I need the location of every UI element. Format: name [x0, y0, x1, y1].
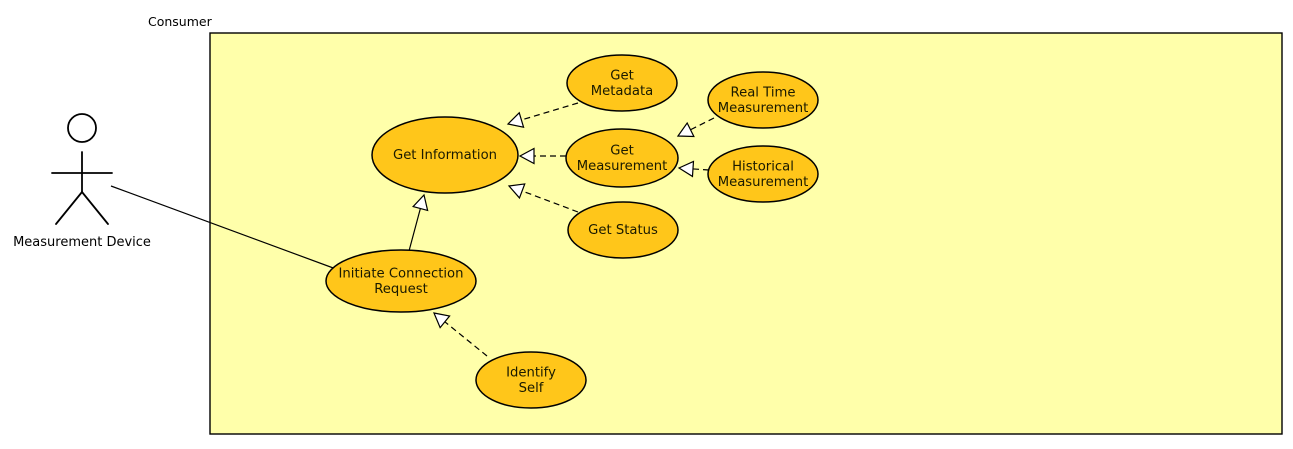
generalization-line[interactable] — [444, 321, 488, 357]
actor-measurement-device[interactable]: Measurement Device — [13, 113, 151, 250]
use-case-label: Initiate Connection — [339, 266, 464, 281]
use-case-layer: Get InformationGetMetadataGetMeasurement… — [325, 54, 819, 409]
actor-label: Measurement Device — [13, 235, 151, 250]
use-case-label: Metadata — [591, 84, 653, 99]
generalization-arrowhead — [412, 193, 429, 212]
use-case-label: Measurement — [718, 101, 809, 116]
use-case-label: Self — [519, 381, 544, 396]
generalization-line[interactable] — [408, 208, 421, 252]
use-case-ellipse[interactable] — [475, 351, 587, 409]
actor-leg-left — [55, 191, 83, 225]
use-case-label: Get Information — [393, 148, 497, 163]
use-case-label: Get Status — [588, 223, 658, 238]
generalization-arrowhead — [507, 183, 526, 200]
use-case-label: Real Time — [731, 85, 796, 100]
connector-layer — [110, 102, 715, 357]
use-case-ellipse[interactable] — [371, 116, 519, 194]
generalization-arrowhead — [518, 147, 535, 165]
system-boundary[interactable]: Consumer — [148, 14, 1283, 435]
use-case-label: Get — [610, 68, 634, 83]
use-case-label: Historical — [732, 159, 794, 174]
use-case-ellipse[interactable] — [707, 145, 819, 203]
use-case-label: Measurement — [577, 159, 668, 174]
generalization-line[interactable] — [690, 117, 715, 131]
use-case-label: Get — [610, 143, 634, 158]
actor-layer: Measurement Device — [13, 113, 151, 250]
generalization-arrowhead — [433, 312, 451, 329]
system-boundary-label: Consumer — [148, 14, 213, 29]
use-case-ellipse[interactable] — [565, 128, 679, 188]
arrowhead-layer — [412, 111, 695, 329]
generalization-arrowhead — [677, 160, 695, 178]
use-case-label: Measurement — [718, 175, 809, 190]
generalization-line[interactable] — [692, 168, 710, 171]
generalization-arrowhead — [506, 111, 525, 128]
use-case-ellipse[interactable] — [707, 71, 819, 129]
actor-head — [67, 113, 97, 143]
use-case-get-information[interactable]: Get Information — [371, 116, 519, 194]
use-case-get-status[interactable]: Get Status — [567, 201, 679, 259]
actor-leg-right — [81, 191, 109, 225]
association-line[interactable] — [110, 185, 337, 270]
use-case-ellipse[interactable] — [567, 201, 679, 259]
use-case-ellipse[interactable] — [566, 54, 678, 112]
generalization-arrowhead — [676, 121, 695, 138]
use-case-ellipse[interactable] — [325, 249, 477, 313]
use-case-label: Identify — [506, 365, 556, 380]
use-case-label: Request — [374, 282, 428, 297]
